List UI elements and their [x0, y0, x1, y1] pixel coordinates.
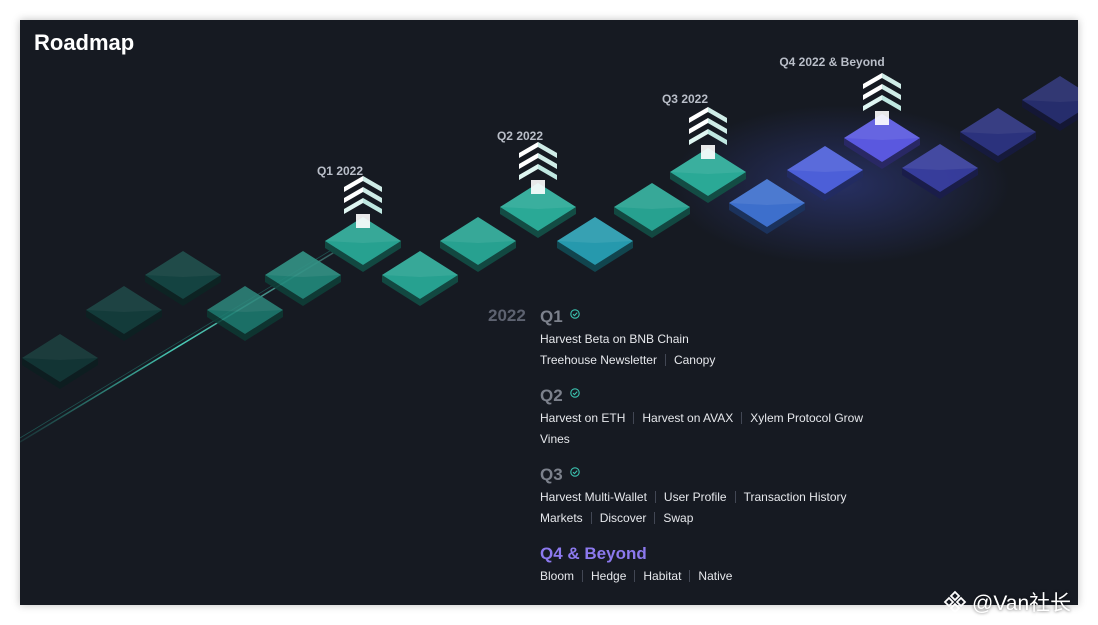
path-tile [265, 251, 341, 306]
roadmap-item: Harvest Multi-Wallet [540, 489, 647, 504]
check-icon [569, 388, 580, 398]
milestone-chevron-icon [344, 176, 382, 228]
path-tile [207, 286, 283, 341]
item-divider [654, 490, 656, 503]
check-icon [569, 309, 580, 319]
path-tile [557, 217, 633, 272]
roadmap-item: Bloom [540, 568, 575, 583]
item-divider [633, 411, 635, 424]
item-divider [741, 411, 743, 424]
quarter-q4: Q4 & Beyond Bloom Hedge Habitat Native [540, 543, 732, 586]
quarter-title: Q3 [540, 465, 563, 484]
item-divider [654, 511, 656, 524]
path-tile [1022, 76, 1078, 131]
path-tile [500, 183, 576, 238]
roadmap-item: Markets [540, 510, 583, 525]
milestone-label-q3: Q3 2022 [661, 92, 709, 106]
path-tile [382, 251, 458, 306]
path-tile [86, 286, 162, 341]
path-tile [670, 148, 746, 203]
quarter-title: Q1 [540, 307, 563, 326]
roadmap-item: Vines [540, 431, 570, 446]
item-divider [734, 490, 736, 503]
milestone-chevron-icon [863, 73, 901, 125]
roadmap-path-scene [20, 73, 1078, 443]
path-tile [844, 114, 920, 169]
path-tile [614, 183, 690, 238]
check-icon [569, 467, 580, 477]
quarter-title-current: Q4 & Beyond [540, 544, 647, 563]
page-title: Roadmap [34, 30, 135, 55]
path-tile [440, 217, 516, 272]
milestone-label-q2: Q2 2022 [496, 129, 544, 143]
path-tile [729, 179, 805, 234]
item-divider [590, 511, 592, 524]
item-divider [582, 569, 584, 582]
year-label: 2022 [488, 306, 526, 325]
quarter-q3: Q3 Harvest Multi-Wallet User Profile Tra… [540, 464, 847, 528]
item-divider [634, 569, 636, 582]
roadmap-item: Harvest Beta on BNB Chain [540, 331, 689, 346]
roadmap-item: Canopy [673, 352, 716, 367]
milestone-label-q1: Q1 2022 [316, 164, 364, 178]
watermark-text: @Van社长 [972, 592, 1072, 615]
roadmap-item: Native [698, 568, 733, 583]
path-tile [902, 144, 978, 199]
milestone-label-q4: Q4 2022 & Beyond [779, 55, 885, 69]
roadmap-item: Treehouse Newsletter [540, 352, 657, 367]
roadmap-item: Habitat [643, 568, 682, 583]
quarter-q1: Q1 Harvest Beta on BNB Chain Treehouse N… [540, 306, 715, 370]
path-tile [787, 146, 863, 201]
roadmap-item: Transaction History [743, 489, 847, 504]
quarter-title: Q2 [540, 386, 563, 405]
roadmap-item: Harvest on AVAX [642, 410, 734, 425]
roadmap-slide: Roadmap Q1 2022 Q2 2022 Q3 2022 Q4 2022 … [20, 20, 1078, 605]
roadmap-item: User Profile [663, 489, 727, 504]
path-tile [960, 108, 1036, 163]
roadmap-item: Discover [599, 510, 647, 525]
path-tile [325, 217, 401, 272]
quarter-q2: Q2 Harvest on ETH Harvest on AVAX Xylem … [540, 385, 863, 449]
roadmap-item: Swap [663, 510, 694, 525]
binance-logo-icon [943, 590, 967, 614]
item-divider [689, 569, 691, 582]
roadmap-item: Xylem Protocol Grow [750, 410, 863, 425]
roadmap-item: Harvest on ETH [540, 410, 626, 425]
path-tile [22, 334, 98, 389]
watermark: @Van社长 [942, 587, 1071, 617]
milestone-chevron-icon [689, 107, 727, 159]
path-tile [145, 251, 221, 306]
milestone-chevron-icon [519, 142, 557, 194]
item-divider [664, 353, 666, 366]
roadmap-item: Hedge [591, 568, 627, 583]
